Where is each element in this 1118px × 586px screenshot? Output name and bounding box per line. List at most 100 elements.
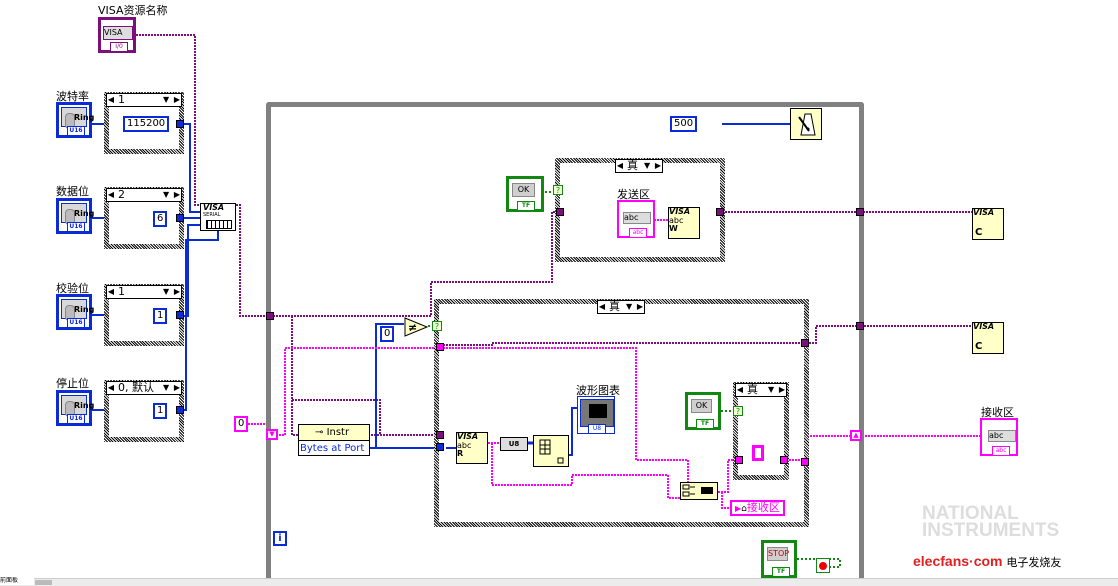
baud-rate-case-selector[interactable]: ◀1▼▶: [106, 93, 182, 107]
node-mode: R: [457, 449, 464, 458]
read-visa-in-tunnel: [436, 431, 444, 439]
stop-bits-case-selector[interactable]: ◀0, 默认▼▶: [106, 381, 182, 395]
baud-rate-label: 波特率: [56, 90, 89, 103]
metronome-icon: [798, 113, 816, 136]
selector-value: 1: [118, 93, 125, 106]
send-case-selector[interactable]: ◀真▼▶: [615, 159, 663, 173]
node-mode: C: [975, 341, 983, 352]
data-bits-label: 数据位: [56, 185, 89, 198]
stop-bits-constant[interactable]: 1: [153, 403, 168, 419]
send-ok-button[interactable]: OK TF: [506, 176, 544, 212]
receive-ok-button[interactable]: OK TF: [685, 392, 721, 430]
svg-text:≠: ≠: [408, 321, 417, 334]
visa-configure-serial-node[interactable]: VISA SERIAL: [200, 203, 236, 231]
baud-tunnel: [176, 120, 184, 128]
stop-bits-tunnel: [176, 406, 184, 414]
compare-zero-constant[interactable]: 0: [380, 326, 395, 342]
visa-close-node-2[interactable]: VISA C: [972, 322, 1004, 354]
scrollbar-thumb[interactable]: [35, 580, 52, 585]
baud-rate-constant[interactable]: 115200: [123, 116, 170, 132]
status-bar-text: 前面板: [0, 577, 34, 585]
parity-constant[interactable]: 1: [153, 308, 168, 324]
chart-icon: [580, 399, 614, 427]
read-case-selector[interactable]: ◀真▼▶: [597, 300, 645, 314]
string-to-u8-node[interactable]: U8: [500, 437, 528, 451]
node-text: abc: [457, 441, 472, 450]
bool-type-tag: TF: [772, 567, 790, 577]
read-string-in-tunnel: [436, 343, 444, 351]
inner-out-tunnel: [780, 456, 788, 464]
parity-case-selector[interactable]: ◀1▼▶: [106, 285, 182, 299]
iteration-terminal: i: [273, 531, 287, 546]
string-type-tag: abc: [992, 446, 1010, 456]
send-out-tunnel: [856, 208, 864, 216]
stop-if-true-icon: [819, 562, 827, 570]
ni-watermark: NATIONAL INSTRUMENTS: [892, 504, 1059, 540]
data-bits-tunnel: [176, 214, 184, 222]
horizontal-scrollbar[interactable]: [0, 578, 1118, 586]
stop-button[interactable]: STOP TF: [761, 540, 797, 578]
visa-resource-label: VISA资源名称: [98, 4, 168, 17]
empty-string-constant[interactable]: [752, 445, 764, 461]
bool-type-tag: TF: [517, 201, 535, 211]
shift-register-left: ▼: [266, 429, 278, 440]
serial-port-icon: [206, 220, 232, 229]
visa-resource-control[interactable]: VISA I/0: [98, 17, 136, 53]
property-node-ref: ⊸ Instr: [299, 425, 369, 441]
wait-ms-constant[interactable]: 500: [670, 116, 698, 132]
visa-resource-value: VISA: [103, 26, 133, 40]
home-icon: ⌂: [741, 504, 747, 514]
visa-write-node[interactable]: VISA abc W: [668, 207, 700, 239]
waveform-chart-indicator[interactable]: U8: [577, 396, 615, 434]
string-preview: abc: [623, 212, 651, 224]
read-case-terminal: ?: [432, 321, 442, 331]
local-variable-arrow-icon: ▶: [735, 504, 742, 513]
data-bits-ring[interactable]: Ring U16: [56, 198, 95, 234]
wait-ms-node[interactable]: [790, 108, 822, 140]
send-area-label: 发送区: [617, 188, 650, 201]
local-variable-name: 接收区: [746, 501, 780, 514]
not-equal-node[interactable]: ≠: [404, 317, 428, 337]
visa-close-node-1[interactable]: VISA C: [972, 208, 1004, 240]
selector-value: 0, 默认: [118, 381, 154, 394]
string-init-constant[interactable]: 0: [234, 416, 249, 432]
data-bits-case-selector[interactable]: ◀2▼▶: [106, 188, 182, 202]
stop-bits-ring[interactable]: Ring U16: [56, 390, 94, 426]
button-text: STOP: [767, 547, 789, 561]
node-subtitle: SERIAL: [203, 212, 221, 218]
array-subset-node[interactable]: [533, 435, 569, 467]
site-name: elecfans·com: [913, 553, 1003, 569]
waveform-chart-label: 波形图表: [576, 384, 620, 397]
loop-condition-terminal: [816, 558, 830, 573]
site-name-cn: 电子发烧友: [1006, 556, 1062, 569]
string-preview: abc: [988, 430, 1016, 442]
node-title: VISA: [669, 207, 691, 216]
ring-type-tag: U16: [67, 126, 85, 136]
elecfans-watermark: elecfans·com 电子发烧友: [913, 553, 1061, 570]
send-area-control[interactable]: abc abc: [617, 200, 655, 238]
property-name: Bytes at Port: [300, 443, 365, 454]
button-text: OK: [691, 399, 712, 413]
shift-register-right: ▲: [850, 430, 862, 441]
data-bits-constant[interactable]: 6: [153, 211, 168, 227]
ring-text: Ring: [74, 113, 95, 122]
wire-visa-property: [291, 316, 381, 435]
inner-case-selector[interactable]: ◀真▼▶: [735, 383, 787, 397]
case-selector-terminal: ?: [553, 185, 563, 195]
node-text: abc: [669, 216, 684, 225]
ring-text: Ring: [74, 209, 95, 218]
inner-case-terminal: ?: [733, 406, 743, 416]
ring-text: Ring: [74, 305, 95, 314]
inner-in-tunnel: [735, 456, 743, 464]
parity-ring[interactable]: Ring U16: [56, 294, 95, 330]
selector-value: 1: [118, 285, 125, 298]
property-node[interactable]: ⊸ Instr Bytes at Port: [298, 424, 370, 456]
baud-rate-ring[interactable]: Ring U16: [56, 102, 95, 138]
concat-icon: [682, 484, 713, 497]
receive-area-indicator[interactable]: abc abc: [980, 418, 1018, 456]
send-case-in-tunnel: [556, 208, 564, 216]
visa-read-node[interactable]: VISA abc R: [456, 432, 488, 464]
node-title: VISA: [973, 208, 995, 217]
concatenate-strings-node[interactable]: [680, 482, 718, 500]
receive-local-variable[interactable]: ▶⌂接收区: [730, 500, 785, 516]
